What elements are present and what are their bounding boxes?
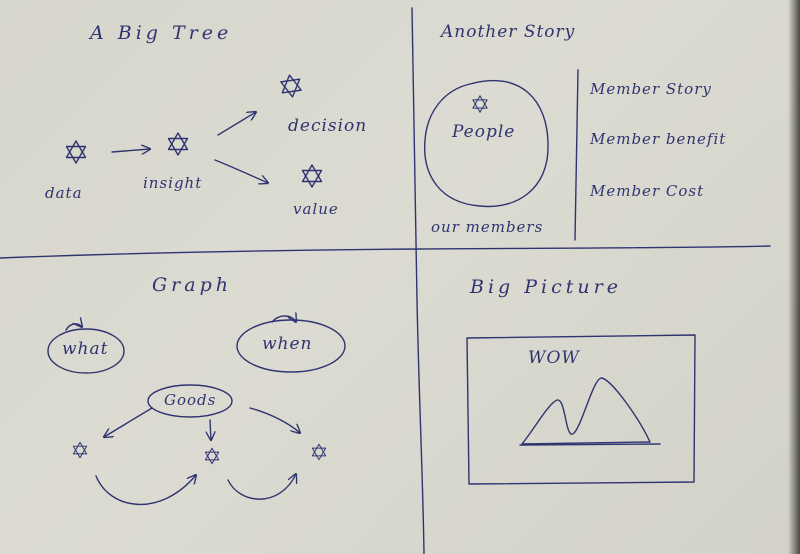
vertical-divider [411,7,425,554]
bubble-label-goods: Goods [164,391,217,409]
mountain-sketch [521,377,651,445]
people-circle [424,79,549,208]
arrow-icon [95,475,196,506]
bubble-label-what: what [62,339,109,359]
what-bubble [47,328,125,374]
goods-bubble [147,384,233,418]
list-item-member-story: Member Story [590,80,712,98]
star-left-icon [72,441,88,459]
arrow-icon [210,419,211,440]
label-value: value [293,200,339,218]
arrow-icon [227,474,296,500]
label-decision: decision [288,116,368,136]
table-edge [788,0,800,554]
star-right-icon [311,443,327,461]
arrow-icon [249,407,300,433]
star-data-icon [65,140,87,164]
list-item-member-benefit: Member benefit [590,130,727,148]
label-data: data [45,184,83,202]
label-insight: insight [143,174,203,192]
title-big-picture: Big Picture [470,276,622,298]
arrow-icon [217,112,256,136]
title-big-tree: A Big Tree [90,22,233,44]
caption-our-members: our members [431,218,544,236]
star-people-icon [472,95,488,113]
star-insight-icon [167,132,189,156]
frame-label-wow: WOW [528,348,580,368]
arrow-icon [111,149,150,152]
when-curl [271,316,296,322]
star-decision-icon [279,73,303,99]
arrow-icon [214,159,268,183]
horizontal-divider [0,245,771,259]
label-people: People [452,122,516,142]
title-graph: Graph [152,274,232,296]
mountain-base [519,443,661,446]
star-value-icon [301,164,323,188]
arrow-icon [104,407,153,437]
picture-frame [466,334,696,485]
bubble-label-when: when [262,334,313,354]
title-another-story: Another Story [441,22,576,42]
star-mid-icon [204,447,220,465]
what-curl [65,324,82,331]
list-divider [574,69,579,241]
list-item-member-cost: Member Cost [590,182,705,200]
